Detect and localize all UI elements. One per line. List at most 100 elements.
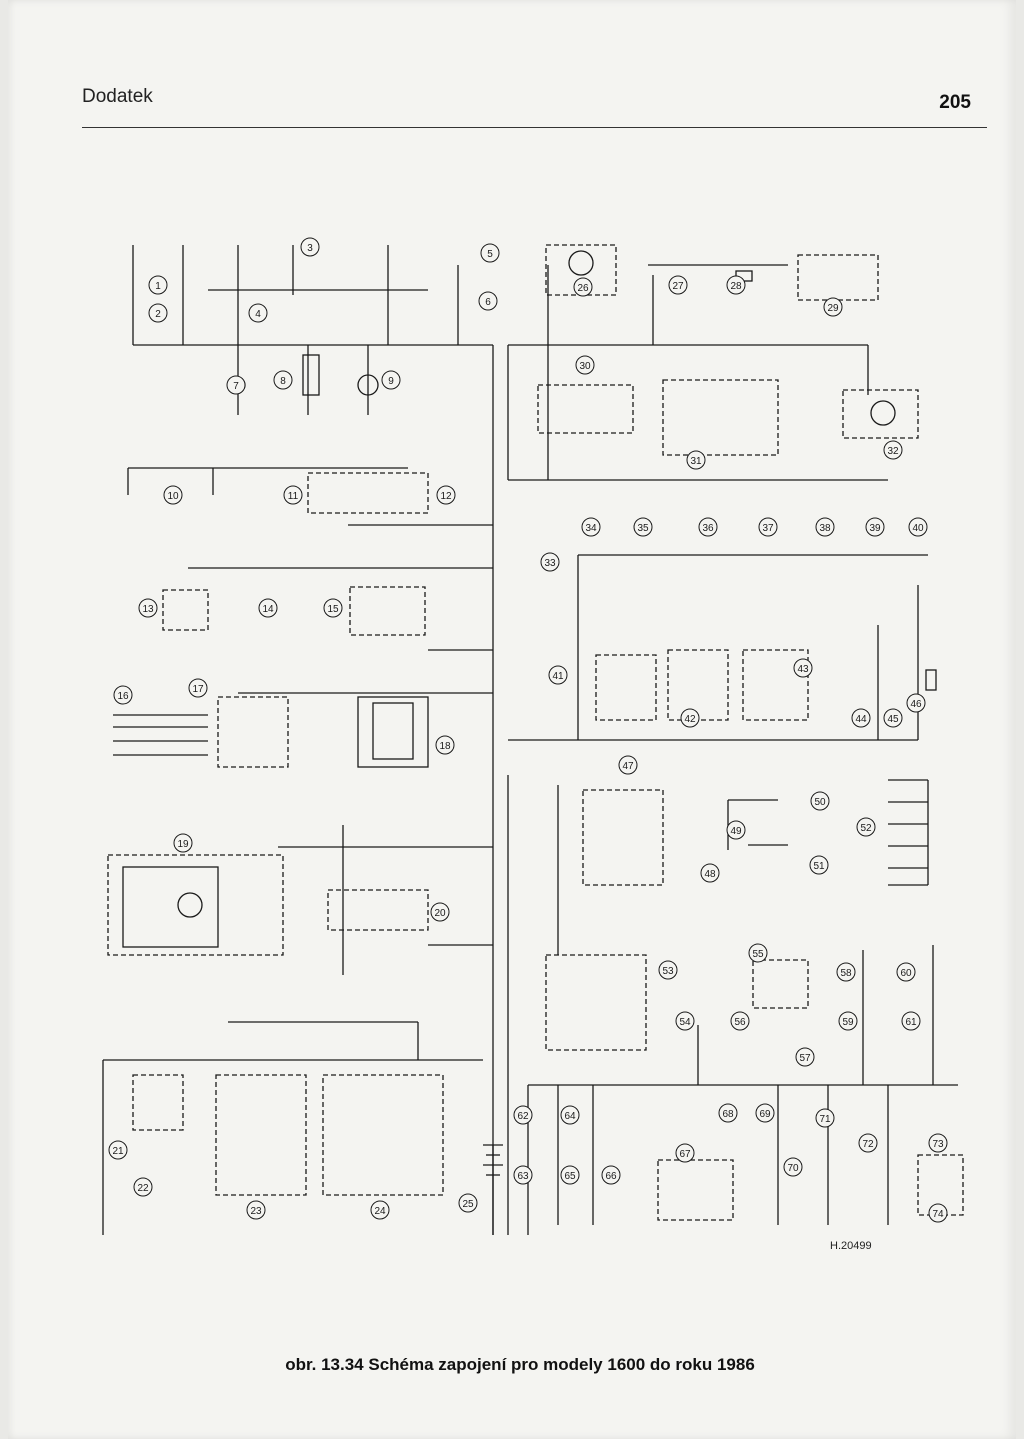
component-marker-45 bbox=[883, 708, 903, 728]
component-marker-32 bbox=[883, 440, 903, 460]
component-marker-7 bbox=[226, 375, 246, 395]
component-marker-20 bbox=[430, 902, 450, 922]
component-marker-19 bbox=[173, 833, 193, 853]
component-number-48: 48 bbox=[704, 869, 716, 880]
component-number-61: 61 bbox=[905, 1017, 917, 1028]
component-marker-53 bbox=[658, 960, 678, 980]
component-number-2: 2 bbox=[155, 309, 161, 320]
component-marker-52 bbox=[856, 817, 876, 837]
component-number-15: 15 bbox=[327, 604, 339, 615]
component-marker-57 bbox=[795, 1047, 815, 1067]
component-number-21: 21 bbox=[112, 1146, 124, 1157]
component-number-29: 29 bbox=[827, 303, 839, 314]
component-number-55: 55 bbox=[752, 949, 764, 960]
component-marker-62 bbox=[513, 1105, 533, 1125]
component-number-40: 40 bbox=[912, 523, 924, 534]
component-marker-47 bbox=[618, 755, 638, 775]
component-number-20: 20 bbox=[434, 908, 446, 919]
component-marker-8 bbox=[273, 370, 293, 390]
component-marker-67 bbox=[675, 1143, 695, 1163]
component-marker-58 bbox=[836, 962, 856, 982]
component-marker-12 bbox=[436, 485, 456, 505]
component-marker-31 bbox=[686, 450, 706, 470]
component-marker-21 bbox=[108, 1140, 128, 1160]
component-marker-54 bbox=[675, 1011, 695, 1031]
component-number-17: 17 bbox=[192, 684, 204, 695]
component-number-74: 74 bbox=[932, 1209, 944, 1220]
component-number-23: 23 bbox=[250, 1206, 262, 1217]
component-marker-30 bbox=[575, 355, 595, 375]
component-marker-63 bbox=[513, 1165, 533, 1185]
component-number-32: 32 bbox=[887, 446, 899, 457]
component-number-62: 62 bbox=[517, 1111, 529, 1122]
component-number-69: 69 bbox=[759, 1109, 771, 1120]
component-marker-6 bbox=[478, 291, 498, 311]
component-marker-29 bbox=[823, 297, 843, 317]
component-number-50: 50 bbox=[814, 797, 826, 808]
component-marker-51 bbox=[809, 855, 829, 875]
component-marker-11 bbox=[283, 485, 303, 505]
component-number-56: 56 bbox=[734, 1017, 746, 1028]
header-rule bbox=[82, 127, 987, 128]
component-number-71: 71 bbox=[819, 1114, 831, 1125]
component-number-10: 10 bbox=[167, 491, 179, 502]
component-marker-39 bbox=[865, 517, 885, 537]
component-marker-37 bbox=[758, 517, 778, 537]
component-number-43: 43 bbox=[797, 664, 809, 675]
component-marker-50 bbox=[810, 791, 830, 811]
component-marker-61 bbox=[901, 1011, 921, 1031]
component-marker-9 bbox=[381, 370, 401, 390]
component-number-3: 3 bbox=[307, 243, 313, 254]
component-marker-68 bbox=[718, 1103, 738, 1123]
component-number-66: 66 bbox=[605, 1171, 617, 1182]
component-number-54: 54 bbox=[679, 1017, 691, 1028]
component-number-16: 16 bbox=[117, 691, 129, 702]
component-number-41: 41 bbox=[552, 671, 564, 682]
component-number-42: 42 bbox=[684, 714, 696, 725]
wiring-lines bbox=[102, 244, 964, 1235]
component-number-68: 68 bbox=[722, 1109, 734, 1120]
component-number-58: 58 bbox=[840, 968, 852, 979]
component-number-22: 22 bbox=[137, 1183, 149, 1194]
component-number-59: 59 bbox=[842, 1017, 854, 1028]
component-marker-4 bbox=[248, 303, 268, 323]
component-number-52: 52 bbox=[860, 823, 872, 834]
component-marker-70 bbox=[783, 1157, 803, 1177]
component-marker-23 bbox=[246, 1200, 266, 1220]
page-number: 205 bbox=[939, 92, 971, 113]
component-marker-49 bbox=[726, 820, 746, 840]
component-number-28: 28 bbox=[730, 281, 742, 292]
component-marker-5 bbox=[480, 243, 500, 263]
component-marker-41 bbox=[548, 665, 568, 685]
wiring-diagram: 1234567891011121314151617181920212223242… bbox=[102, 237, 964, 1235]
component-number-18: 18 bbox=[439, 741, 451, 752]
figure-caption: obr. 13.34 Schéma zapojení pro modely 16… bbox=[285, 1355, 755, 1374]
component-number-14: 14 bbox=[262, 604, 274, 615]
component-marker-35 bbox=[633, 517, 653, 537]
component-number-11: 11 bbox=[288, 491, 299, 502]
component-number-9: 9 bbox=[388, 376, 394, 387]
component-marker-25 bbox=[458, 1193, 478, 1213]
component-marker-46 bbox=[906, 693, 926, 713]
component-number-44: 44 bbox=[855, 714, 867, 725]
component-number-64: 64 bbox=[564, 1111, 576, 1122]
component-number-4: 4 bbox=[255, 309, 261, 320]
component-number-39: 39 bbox=[869, 523, 881, 534]
component-number-35: 35 bbox=[637, 523, 649, 534]
component-marker-14 bbox=[258, 598, 278, 618]
component-number-27: 27 bbox=[672, 281, 684, 292]
component-marker-56 bbox=[730, 1011, 750, 1031]
component-marker-26 bbox=[573, 277, 593, 297]
component-number-31: 31 bbox=[690, 456, 702, 467]
component-marker-48 bbox=[700, 863, 720, 883]
component-marker-42 bbox=[680, 708, 700, 728]
component-marker-10 bbox=[163, 485, 183, 505]
component-marker-43 bbox=[793, 658, 813, 678]
component-marker-74 bbox=[928, 1203, 948, 1223]
component-number-34: 34 bbox=[585, 523, 597, 534]
component-marker-73 bbox=[928, 1133, 948, 1153]
component-marker-55 bbox=[748, 943, 768, 963]
component-number-24: 24 bbox=[374, 1206, 386, 1217]
component-number-47: 47 bbox=[622, 761, 634, 772]
